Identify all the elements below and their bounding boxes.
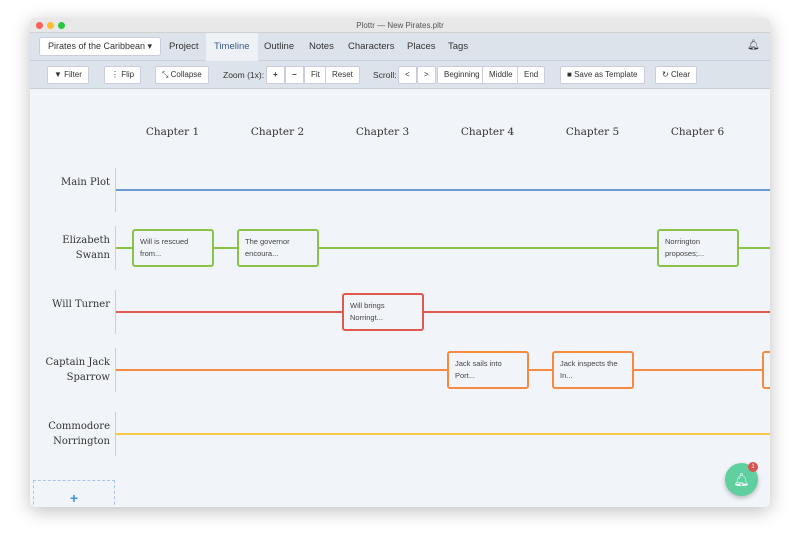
line-label[interactable]: Elizabeth Swann (62, 235, 110, 261)
tab-notes[interactable]: Notes (309, 41, 334, 52)
chapter-header[interactable]: Chapter 3 (355, 126, 410, 138)
clear-button[interactable]: ↻ Clear (655, 66, 698, 84)
line-divider (115, 348, 116, 392)
chapter-header[interactable]: Chapter 6 (670, 126, 725, 138)
scene-card[interactable]: Norrington proposes;... (657, 229, 739, 267)
minimize-window-button[interactable] (47, 22, 54, 29)
flip-button[interactable]: ⋮ Flip (104, 66, 142, 84)
scene-card[interactable]: Will is rescued from... (132, 229, 214, 267)
zoom-in-button[interactable]: + (266, 66, 285, 84)
line-divider (115, 168, 116, 212)
zoom-out-button[interactable]: − (285, 66, 304, 84)
plot-line (116, 189, 770, 191)
scroll-prev-button[interactable]: < (398, 66, 417, 84)
tab-characters[interactable]: Characters (348, 41, 395, 52)
chapter-header[interactable]: Chapter 4 (460, 126, 515, 138)
window-title: Plottr — New Pirates.pltr (356, 21, 444, 30)
tab-timeline[interactable]: Timeline (206, 33, 258, 61)
plot-line (116, 433, 770, 435)
tab-project[interactable]: Project (169, 41, 199, 52)
scene-card[interactable]: Jack inspects the In... (552, 351, 634, 389)
bell-icon: 🔔︎ (733, 472, 750, 487)
line-label[interactable]: Will Turner (52, 299, 110, 310)
title-bar: Plottr — New Pirates.pltr (30, 18, 770, 33)
flip-icon: ⋮ (111, 70, 122, 79)
fit-button[interactable]: Fit (304, 66, 327, 84)
close-window-button[interactable] (36, 22, 43, 29)
plot-line (116, 369, 770, 371)
bell-icon[interactable]: 🔔︎ (747, 40, 760, 51)
line-divider (115, 226, 116, 270)
toolbar: ▼ Filter ⋮ Flip ⤡ Collapse Zoom (1x): + … (30, 61, 770, 89)
filter-icon: ▼ (54, 70, 65, 79)
scroll-beginning-button[interactable]: Beginning (437, 66, 487, 84)
tab-outline[interactable]: Outline (264, 41, 295, 52)
line-divider (115, 412, 116, 456)
line-divider (115, 290, 116, 334)
reset-button[interactable]: Reset (325, 66, 360, 84)
chapter-header[interactable]: Chapter 1 (145, 126, 200, 138)
floppy-icon: ■ (567, 70, 575, 79)
scroll-end-button[interactable]: End (517, 66, 546, 84)
notification-badge: 1 (748, 462, 758, 472)
maximize-window-button[interactable] (58, 22, 65, 29)
tab-places[interactable]: Places (407, 41, 436, 52)
plot-line (116, 247, 770, 249)
plot-line (116, 311, 770, 313)
collapse-button[interactable]: ⤡ Collapse (155, 66, 209, 84)
project-select[interactable]: Pirates of the Caribbean ▾ (39, 37, 162, 56)
refresh-icon: ↻ (662, 70, 671, 79)
save-template-button[interactable]: ■ Save as Template (560, 66, 645, 84)
scroll-middle-button[interactable]: Middle (482, 66, 520, 84)
chapter-header[interactable]: Chapter 5 (565, 126, 620, 138)
scene-card[interactable]: Will brings Norringt... (342, 293, 424, 331)
zoom-label: Zoom (1x): (223, 70, 265, 80)
line-label[interactable]: Commodore Norrington (48, 421, 110, 447)
line-label[interactable]: Main Plot (61, 177, 110, 188)
scroll-next-button[interactable]: > (417, 66, 436, 84)
add-line-button[interactable]: + (33, 480, 115, 507)
line-label[interactable]: Captain Jack Sparrow (45, 357, 110, 383)
filter-button[interactable]: ▼ Filter (47, 66, 89, 84)
chapter-header[interactable]: Chapter 2 (250, 126, 305, 138)
scene-card[interactable] (762, 351, 770, 389)
main-nav: Pirates of the Caribbean ▾ Project Timel… (30, 33, 770, 61)
collapse-icon: ⤡ (162, 70, 171, 79)
scene-card[interactable]: The governor encoura... (237, 229, 319, 267)
tab-tags[interactable]: Tags (448, 41, 469, 52)
app-window: Plottr — New Pirates.pltr Pirates of the… (30, 18, 770, 507)
scroll-label: Scroll: (373, 70, 397, 80)
timeline-grid: + 🔔︎ 1 Chapter 1 Chapter 2 Chapter 3 Chapte… (30, 90, 770, 507)
scene-card[interactable]: Jack sails into Port... (447, 351, 529, 389)
